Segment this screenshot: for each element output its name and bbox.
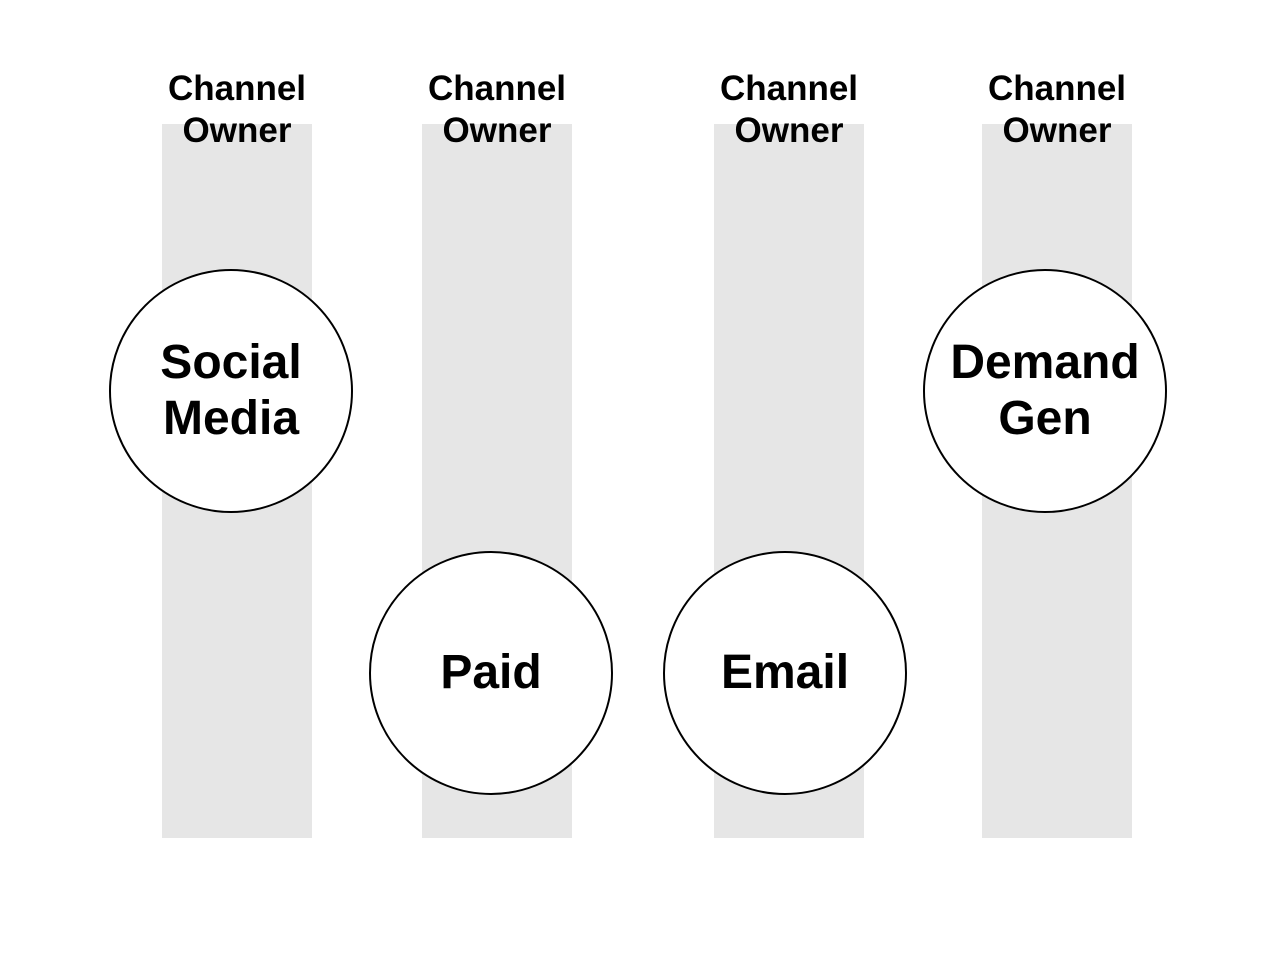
column-title-1-line2: Owner <box>182 111 292 150</box>
column-title-2-line1: Channel <box>427 69 567 108</box>
node-social-media-line1: Social <box>160 336 302 389</box>
column-title-2: Channel Owner <box>397 68 597 152</box>
node-social-media: Social Media <box>109 269 353 513</box>
column-title-2-line2: Owner <box>442 111 552 150</box>
column-title-3-line1: Channel <box>719 69 859 108</box>
node-demand-gen-line1: Demand <box>950 336 1140 389</box>
column-title-1-line1: Channel <box>167 69 307 108</box>
node-paid-line1: Paid <box>440 646 542 699</box>
column-title-3-line2: Owner <box>734 111 844 150</box>
node-paid: Paid <box>369 551 613 795</box>
node-social-media-label: Social Media <box>160 335 301 447</box>
column-title-4-line2: Owner <box>1002 111 1112 150</box>
node-paid-label: Paid <box>440 645 541 701</box>
node-email-label: Email <box>721 645 849 701</box>
column-title-4-line1: Channel <box>987 69 1127 108</box>
node-email-line1: Email <box>720 646 850 699</box>
node-demand-gen-label: Demand Gen <box>950 335 1139 447</box>
node-demand-gen: Demand Gen <box>923 269 1167 513</box>
column-title-3: Channel Owner <box>689 68 889 152</box>
node-email: Email <box>663 551 907 795</box>
node-social-media-line2: Media <box>162 392 300 445</box>
column-title-1: Channel Owner <box>137 68 337 152</box>
column-title-4: Channel Owner <box>957 68 1157 152</box>
node-demand-gen-line2: Gen <box>998 392 1092 445</box>
